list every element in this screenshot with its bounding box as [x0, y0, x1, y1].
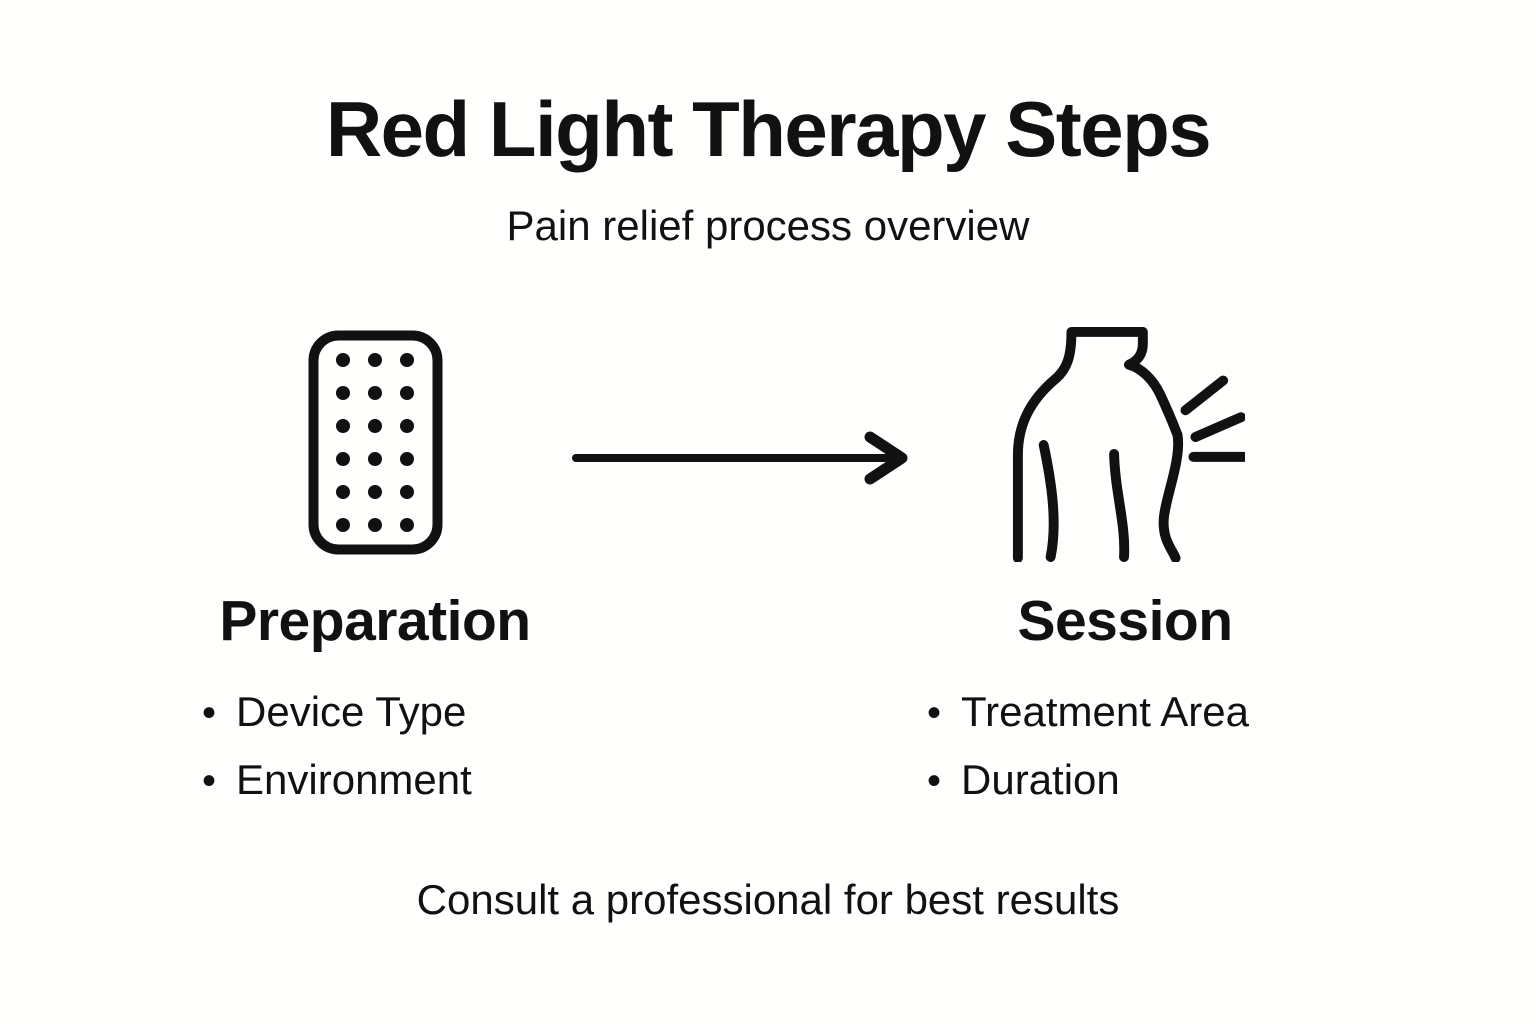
- preparation-icon-box: [150, 325, 600, 560]
- bullet-dot: •: [927, 759, 942, 803]
- list-item: • Environment: [202, 756, 600, 804]
- step-label-preparation: Preparation: [219, 589, 531, 653]
- step-session: Session • Treatment Area • Duration: [875, 325, 1375, 824]
- page-subtitle: Pain relief process overview: [506, 202, 1030, 249]
- bullet-dot: •: [202, 759, 217, 803]
- list-item: • Device Type: [202, 688, 600, 736]
- footer-note: Consult a professional for best results: [416, 876, 1120, 923]
- bullet-text: Device Type: [236, 688, 467, 735]
- arrow-right-icon: [572, 431, 908, 485]
- bullet-text: Treatment Area: [961, 688, 1249, 735]
- light-panel-icon: [308, 330, 442, 555]
- bullet-text: Duration: [961, 756, 1120, 803]
- bullet-dot: •: [927, 691, 942, 735]
- step-preparation: Preparation • Device Type • Environment: [150, 325, 600, 824]
- session-icon-box: [875, 325, 1375, 562]
- step-label-session: Session: [1017, 589, 1233, 653]
- bullet-text: Environment: [236, 756, 472, 803]
- list-item: • Treatment Area: [927, 688, 1375, 736]
- preparation-bullet-list: • Device Type • Environment: [150, 688, 600, 804]
- session-bullet-list: • Treatment Area • Duration: [875, 688, 1375, 804]
- bullet-dot: •: [202, 691, 217, 735]
- back-pain-icon: [1012, 326, 1245, 562]
- list-item: • Duration: [927, 756, 1375, 804]
- page-title: Red Light Therapy Steps: [325, 85, 1212, 173]
